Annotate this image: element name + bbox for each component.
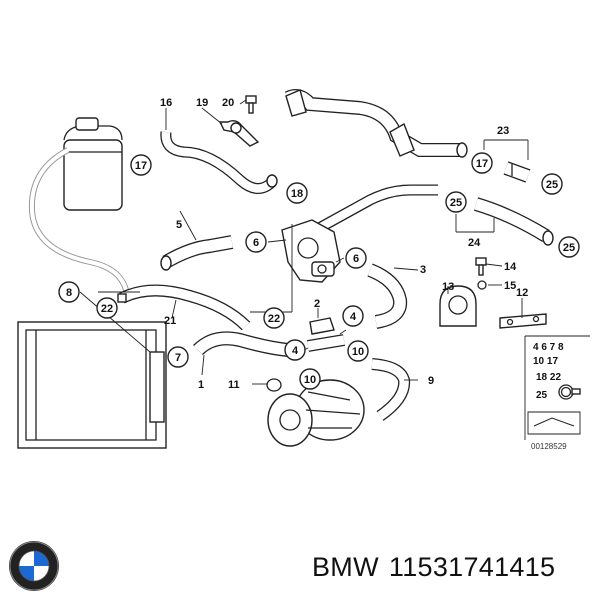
label-3: 3 [420, 264, 426, 276]
callout-6-left: 6 [253, 237, 259, 249]
connector-2 [307, 317, 345, 352]
clamp-19 [218, 119, 260, 147]
hose-clamp-icon [558, 384, 581, 400]
circled-callouts: 17 18 17 25 25 25 6 6 8 22 22 4 7 4 10 1… [58, 152, 580, 390]
label-11: 11 [228, 379, 240, 391]
callout-17-left: 17 [135, 160, 147, 172]
washer-15 [477, 280, 487, 290]
seal-11 [266, 378, 282, 392]
inventory-line-2: 10 17 [533, 356, 558, 367]
callout-7: 7 [175, 352, 181, 364]
callout-4-right: 4 [350, 311, 357, 323]
label-5: 5 [176, 219, 182, 231]
label-15: 15 [504, 280, 516, 292]
thermostat-housing [281, 219, 341, 283]
callout-10-lower: 10 [304, 374, 316, 386]
label-16: 16 [160, 97, 172, 109]
callout-10-upper: 10 [352, 346, 364, 358]
callout-25-right: 25 [563, 242, 575, 254]
hose-24 [473, 197, 554, 246]
label-12: 12 [516, 287, 528, 299]
clip-22 [117, 293, 127, 303]
callout-17-right: 17 [476, 158, 488, 170]
callout-4-left: 4 [292, 345, 299, 357]
label-2: 2 [314, 298, 320, 310]
label-21: 21 [164, 315, 176, 327]
parts-inventory-box: 4 6 7 8 10 17 18 22 25 00128529 [524, 335, 590, 451]
label-24: 24 [468, 237, 481, 249]
water-pump [267, 379, 365, 447]
part-caption: BMW 11531741415 [312, 552, 565, 583]
inventory-line-1: 4 6 7 8 [533, 342, 564, 353]
inventory-line-3: 18 22 [536, 372, 561, 383]
callout-22-left: 22 [101, 303, 113, 315]
part-labels: 16 19 20 23 5 24 3 13 14 15 12 2 21 1 11… [160, 97, 528, 391]
callout-25-top: 25 [546, 179, 558, 191]
label-9: 9 [428, 375, 434, 387]
bolt-14 [475, 257, 487, 276]
callout-18: 18 [291, 188, 303, 200]
radiator [17, 321, 167, 449]
callout-22-right: 22 [268, 313, 280, 325]
leader-lines [79, 99, 529, 385]
label-19: 19 [196, 97, 208, 109]
hose-5 [160, 235, 234, 271]
bracket-12 [499, 313, 547, 329]
label-1: 1 [198, 379, 204, 391]
inventory-line-4: 25 [536, 390, 548, 401]
hose-23 [503, 161, 531, 183]
doc-number: 00128529 [531, 442, 567, 451]
callout-6-right: 6 [353, 253, 359, 265]
expansion-tank [63, 117, 123, 211]
bolt-20 [245, 95, 257, 114]
label-20: 20 [222, 97, 234, 109]
part-number: 11531741415 [388, 552, 556, 582]
label-13: 13 [442, 281, 454, 293]
coolant-pipe [284, 89, 468, 158]
clamp-13 [439, 285, 477, 327]
callout-25-mid: 25 [450, 197, 462, 209]
label-14: 14 [504, 261, 517, 273]
brand-name: BMW [312, 552, 379, 582]
label-23: 23 [497, 125, 509, 137]
callout-8: 8 [66, 287, 72, 299]
bmw-roundel-logo [9, 541, 59, 591]
